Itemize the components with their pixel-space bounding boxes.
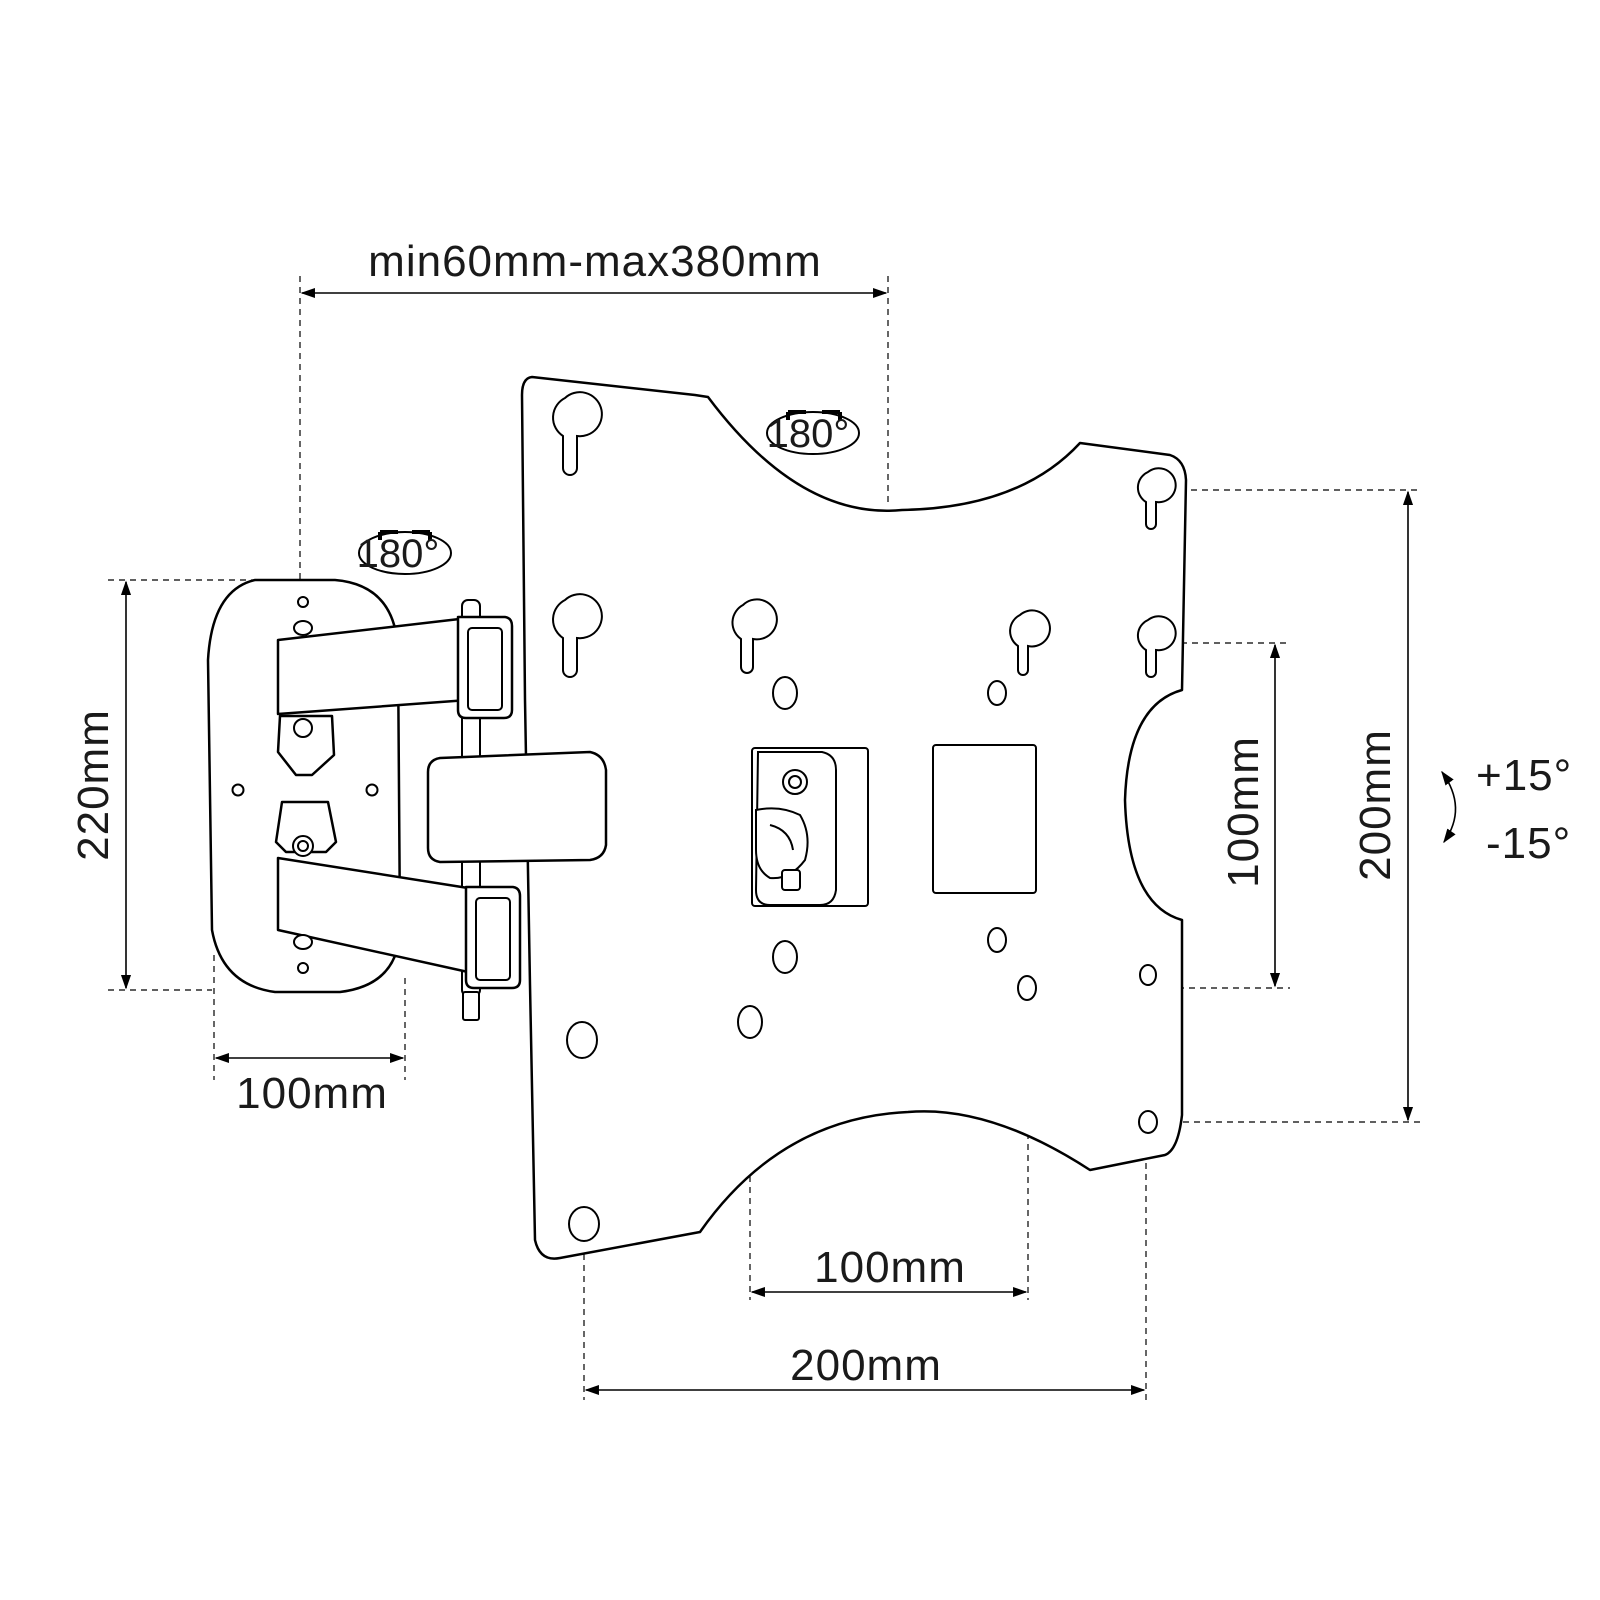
wall-plate-height-label: 220mm — [69, 709, 118, 861]
mounting-hole — [1017, 975, 1037, 1001]
swivel-badge-arm: 180° — [357, 530, 452, 576]
keyhole-slot — [1009, 609, 1051, 676]
mounting-hole — [566, 1021, 598, 1059]
keyhole-slot — [731, 598, 778, 674]
keyhole-slot — [552, 391, 603, 476]
tilt-indicator — [1441, 770, 1457, 844]
swivel-plate-label: 180° — [767, 412, 850, 456]
mounting-hole — [772, 676, 798, 710]
swivel-badge-plate: 180° — [766, 410, 860, 456]
tilt-up-label: +15° — [1476, 751, 1572, 800]
keyhole-slot — [1136, 467, 1177, 530]
dimension-labels: min60mm-max380mm 220mm 100mm 100mm 200mm… — [69, 237, 1572, 1390]
wall-plate-width-label: 100mm — [236, 1069, 388, 1118]
dimension-lines — [120, 287, 1414, 1396]
keyhole-slot — [552, 593, 603, 678]
mounting-hole — [987, 680, 1007, 706]
mounting-hole — [568, 1206, 600, 1242]
extension-lines — [108, 276, 1420, 1400]
mounting-hole — [1139, 964, 1157, 986]
vesa-outer-width-label: 200mm — [790, 1341, 942, 1390]
vesa-inner-height-label: 100mm — [1219, 736, 1268, 888]
plate-window — [932, 744, 1037, 894]
tilt-mechanism — [751, 747, 869, 907]
vesa-outer-height-label: 200mm — [1351, 729, 1400, 881]
mounting-hole — [772, 940, 798, 974]
keyhole-slot — [1136, 615, 1177, 678]
arm-extension-label: min60mm-max380mm — [368, 237, 822, 286]
vesa-inner-width-label: 100mm — [814, 1243, 966, 1292]
mounting-hole — [1138, 1110, 1158, 1134]
swivel-arm-label: 180° — [357, 532, 440, 576]
mounting-hole — [987, 927, 1007, 953]
mounting-hole — [737, 1005, 763, 1039]
tilt-knob — [755, 807, 809, 880]
swing-arms — [274, 599, 608, 1021]
tilt-down-label: -15° — [1486, 819, 1571, 868]
vesa-plate — [520, 375, 1188, 1260]
